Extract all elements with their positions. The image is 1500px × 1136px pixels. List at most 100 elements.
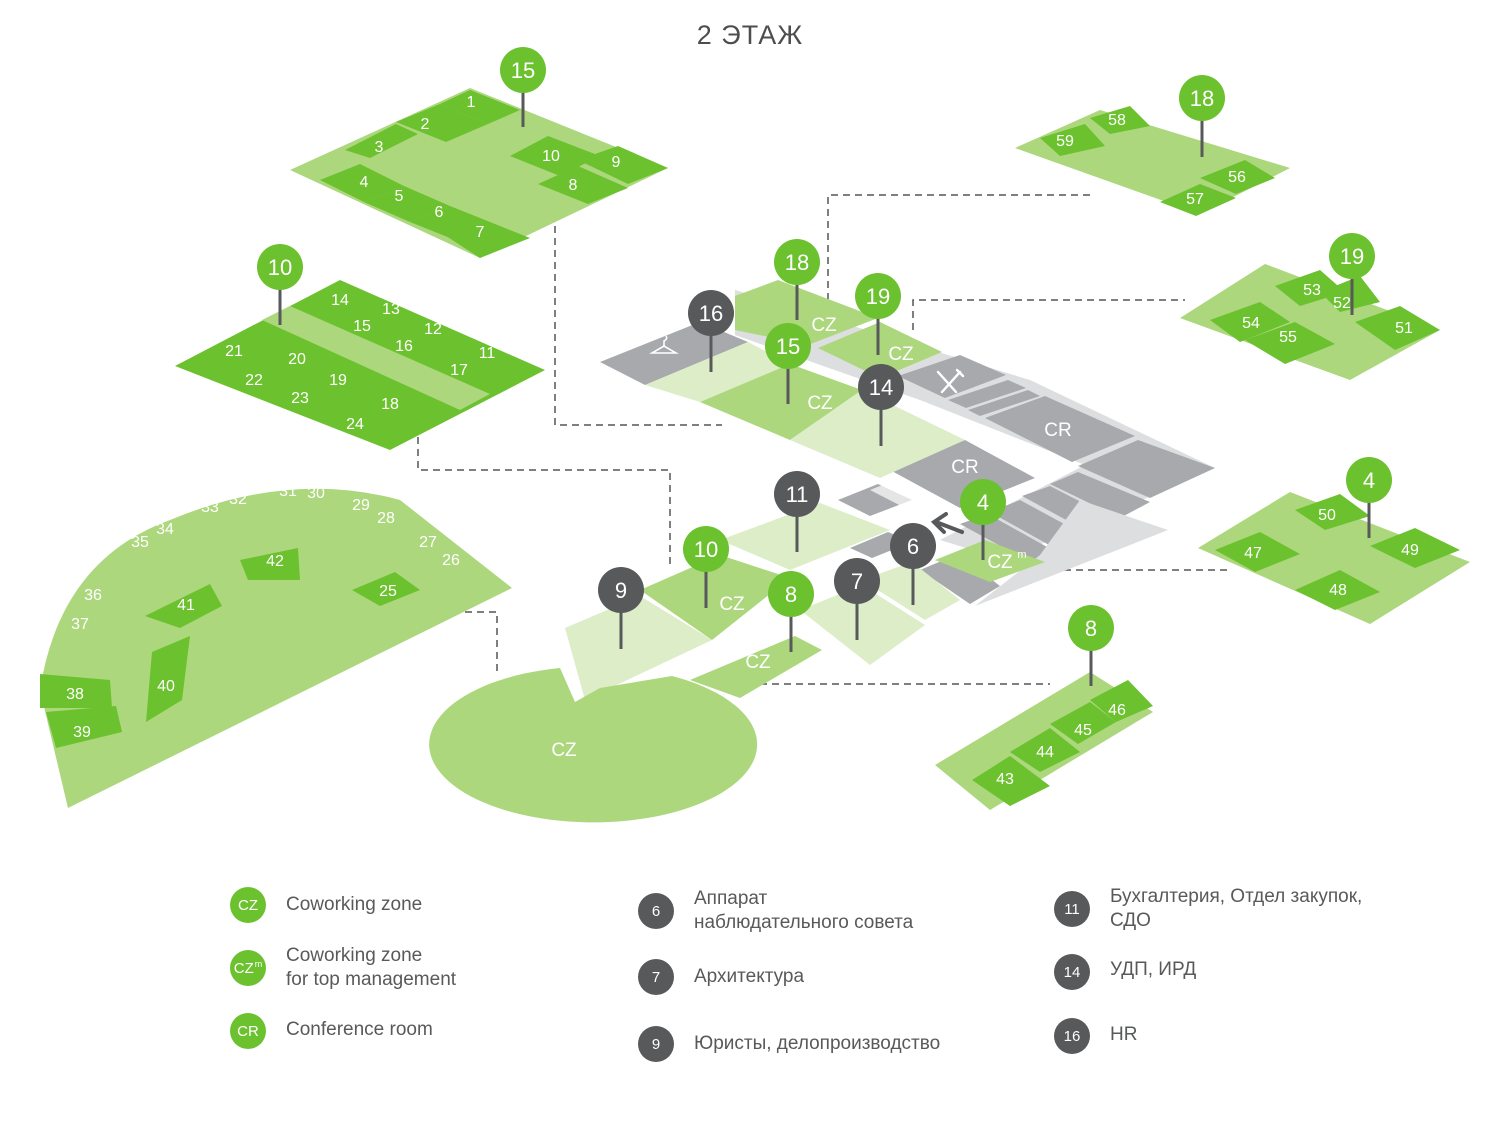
room-number: 29 <box>352 497 370 514</box>
room-number: 33 <box>201 499 219 516</box>
pin-detail-15[interactable]: 15 <box>500 47 546 127</box>
svg-text:19: 19 <box>866 284 890 309</box>
pin-detail-10[interactable]: 10 <box>257 244 303 325</box>
zone-light-7 <box>800 585 925 665</box>
room-50-shape <box>1295 494 1370 530</box>
pin-detail-4[interactable]: 4 <box>1346 457 1392 538</box>
room-number: 44 <box>1036 744 1054 761</box>
zone-light-11 <box>720 503 890 570</box>
legend-badge: 9 <box>638 1026 674 1062</box>
room-58-shape <box>1090 106 1150 134</box>
svg-text:15: 15 <box>511 58 535 83</box>
gray-block-right-1 <box>1078 440 1215 498</box>
svg-text:10: 10 <box>694 537 718 562</box>
svg-text:15: 15 <box>776 334 800 359</box>
zone-light-6 <box>862 562 960 620</box>
room-number: 26 <box>442 552 460 569</box>
pin-detail-8[interactable]: 8 <box>1068 605 1114 686</box>
room-8-shape <box>538 166 628 204</box>
detail-plan-semicircle <box>40 488 512 808</box>
pin-10[interactable]: 10 <box>683 526 729 608</box>
legend-item-cz: CZ Coworking zone <box>230 887 586 923</box>
pin-11[interactable]: 11 <box>774 471 820 552</box>
legend-item-9: 9 Юристы, делопроизводство <box>638 1026 994 1062</box>
legend-text: Coworking zone <box>286 894 423 915</box>
room-3-shape <box>345 124 418 158</box>
zone-label-czm: CZ <box>987 552 1013 573</box>
room-47-shape <box>1215 532 1300 572</box>
legend-item-6: 6 Аппарат наблюдательного совета <box>638 888 994 935</box>
room-number: 14 <box>331 292 349 309</box>
legend-badge: 6 <box>638 893 674 929</box>
plan-18-base <box>1015 110 1290 214</box>
svg-text:18: 18 <box>785 250 809 275</box>
shadow-wedge <box>975 500 1168 606</box>
legend-badge: 11 <box>1054 891 1090 927</box>
room-number: 15 <box>353 318 371 335</box>
room-number: 28 <box>377 510 395 527</box>
pin-detail-19[interactable]: 19 <box>1329 233 1375 315</box>
room-2-shape <box>396 104 488 142</box>
svg-text:18: 18 <box>1190 86 1214 111</box>
room-number: 9 <box>612 154 621 171</box>
legend-item-11: 11 Бухгалтерия, Отдел закупок, СДО <box>1054 886 1410 933</box>
pin-4[interactable]: 4 <box>960 479 1006 560</box>
room-number: 21 <box>225 343 243 360</box>
legend-item-16: 16 HR <box>1054 1018 1410 1054</box>
room-56-shape <box>1200 160 1275 194</box>
connector-cz <box>465 611 498 676</box>
legend-text: Бухгалтерия, Отдел закупок, СДО <box>1110 886 1363 931</box>
central-floor <box>429 280 1215 823</box>
pin-18[interactable]: 18 <box>774 239 820 320</box>
legend-badge: 16 <box>1054 1018 1090 1054</box>
legend-badge: 7 <box>638 959 674 995</box>
legend-text: Аппарат наблюдательного совета <box>694 888 914 933</box>
gray-block-cutlery <box>898 355 1006 398</box>
pin-9[interactable]: 9 <box>598 567 644 649</box>
room-number: 13 <box>382 301 400 318</box>
pin-7[interactable]: 7 <box>834 558 880 640</box>
svg-text:4: 4 <box>977 490 989 515</box>
room-number: 56 <box>1228 169 1246 186</box>
room-number: 30 <box>307 485 325 502</box>
room-10-shape <box>510 136 600 176</box>
room-number: 52 <box>1333 295 1351 312</box>
connector-19 <box>912 299 1185 330</box>
legend-text: УДП, ИРД <box>1110 959 1197 980</box>
room-number: 55 <box>1279 329 1297 346</box>
legend-badge: CR <box>230 1013 266 1049</box>
room-number: 24 <box>346 416 364 433</box>
room-number: 22 <box>245 372 263 389</box>
gray-stair-1 <box>948 380 1026 408</box>
zone-label-czm-sup: m <box>1017 549 1026 561</box>
room-number: 23 <box>291 390 309 407</box>
pin-15[interactable]: 15 <box>765 323 811 404</box>
room-number: 40 <box>157 678 175 695</box>
svg-text:8: 8 <box>1085 616 1097 641</box>
pin-8[interactable]: 8 <box>768 571 814 652</box>
pin-detail-18[interactable]: 18 <box>1179 75 1225 157</box>
room-number: 58 <box>1108 112 1126 129</box>
connector-lines <box>417 194 1230 685</box>
room-number: 36 <box>84 587 102 604</box>
svg-text:6: 6 <box>907 534 919 559</box>
svg-text:19: 19 <box>1340 244 1364 269</box>
pin-19[interactable]: 19 <box>855 273 901 355</box>
detail-plan-8 <box>935 672 1153 810</box>
pin-14[interactable]: 14 <box>858 364 904 446</box>
svg-text:10: 10 <box>268 255 292 280</box>
legend-item-7: 7 Архитектура <box>638 959 994 995</box>
room-49-shape <box>1370 528 1460 568</box>
pin-16[interactable]: 16 <box>688 290 734 372</box>
detail-plan-19 <box>1180 264 1440 380</box>
room-number: 43 <box>996 771 1014 788</box>
connector-18 <box>827 194 1090 300</box>
room-number: 41 <box>177 597 195 614</box>
room-number: 37 <box>71 616 89 633</box>
pin-6[interactable]: 6 <box>890 523 936 605</box>
plan-19-base <box>1180 264 1440 380</box>
room-1-shape <box>440 90 520 124</box>
detail-plan-10 <box>175 280 545 450</box>
